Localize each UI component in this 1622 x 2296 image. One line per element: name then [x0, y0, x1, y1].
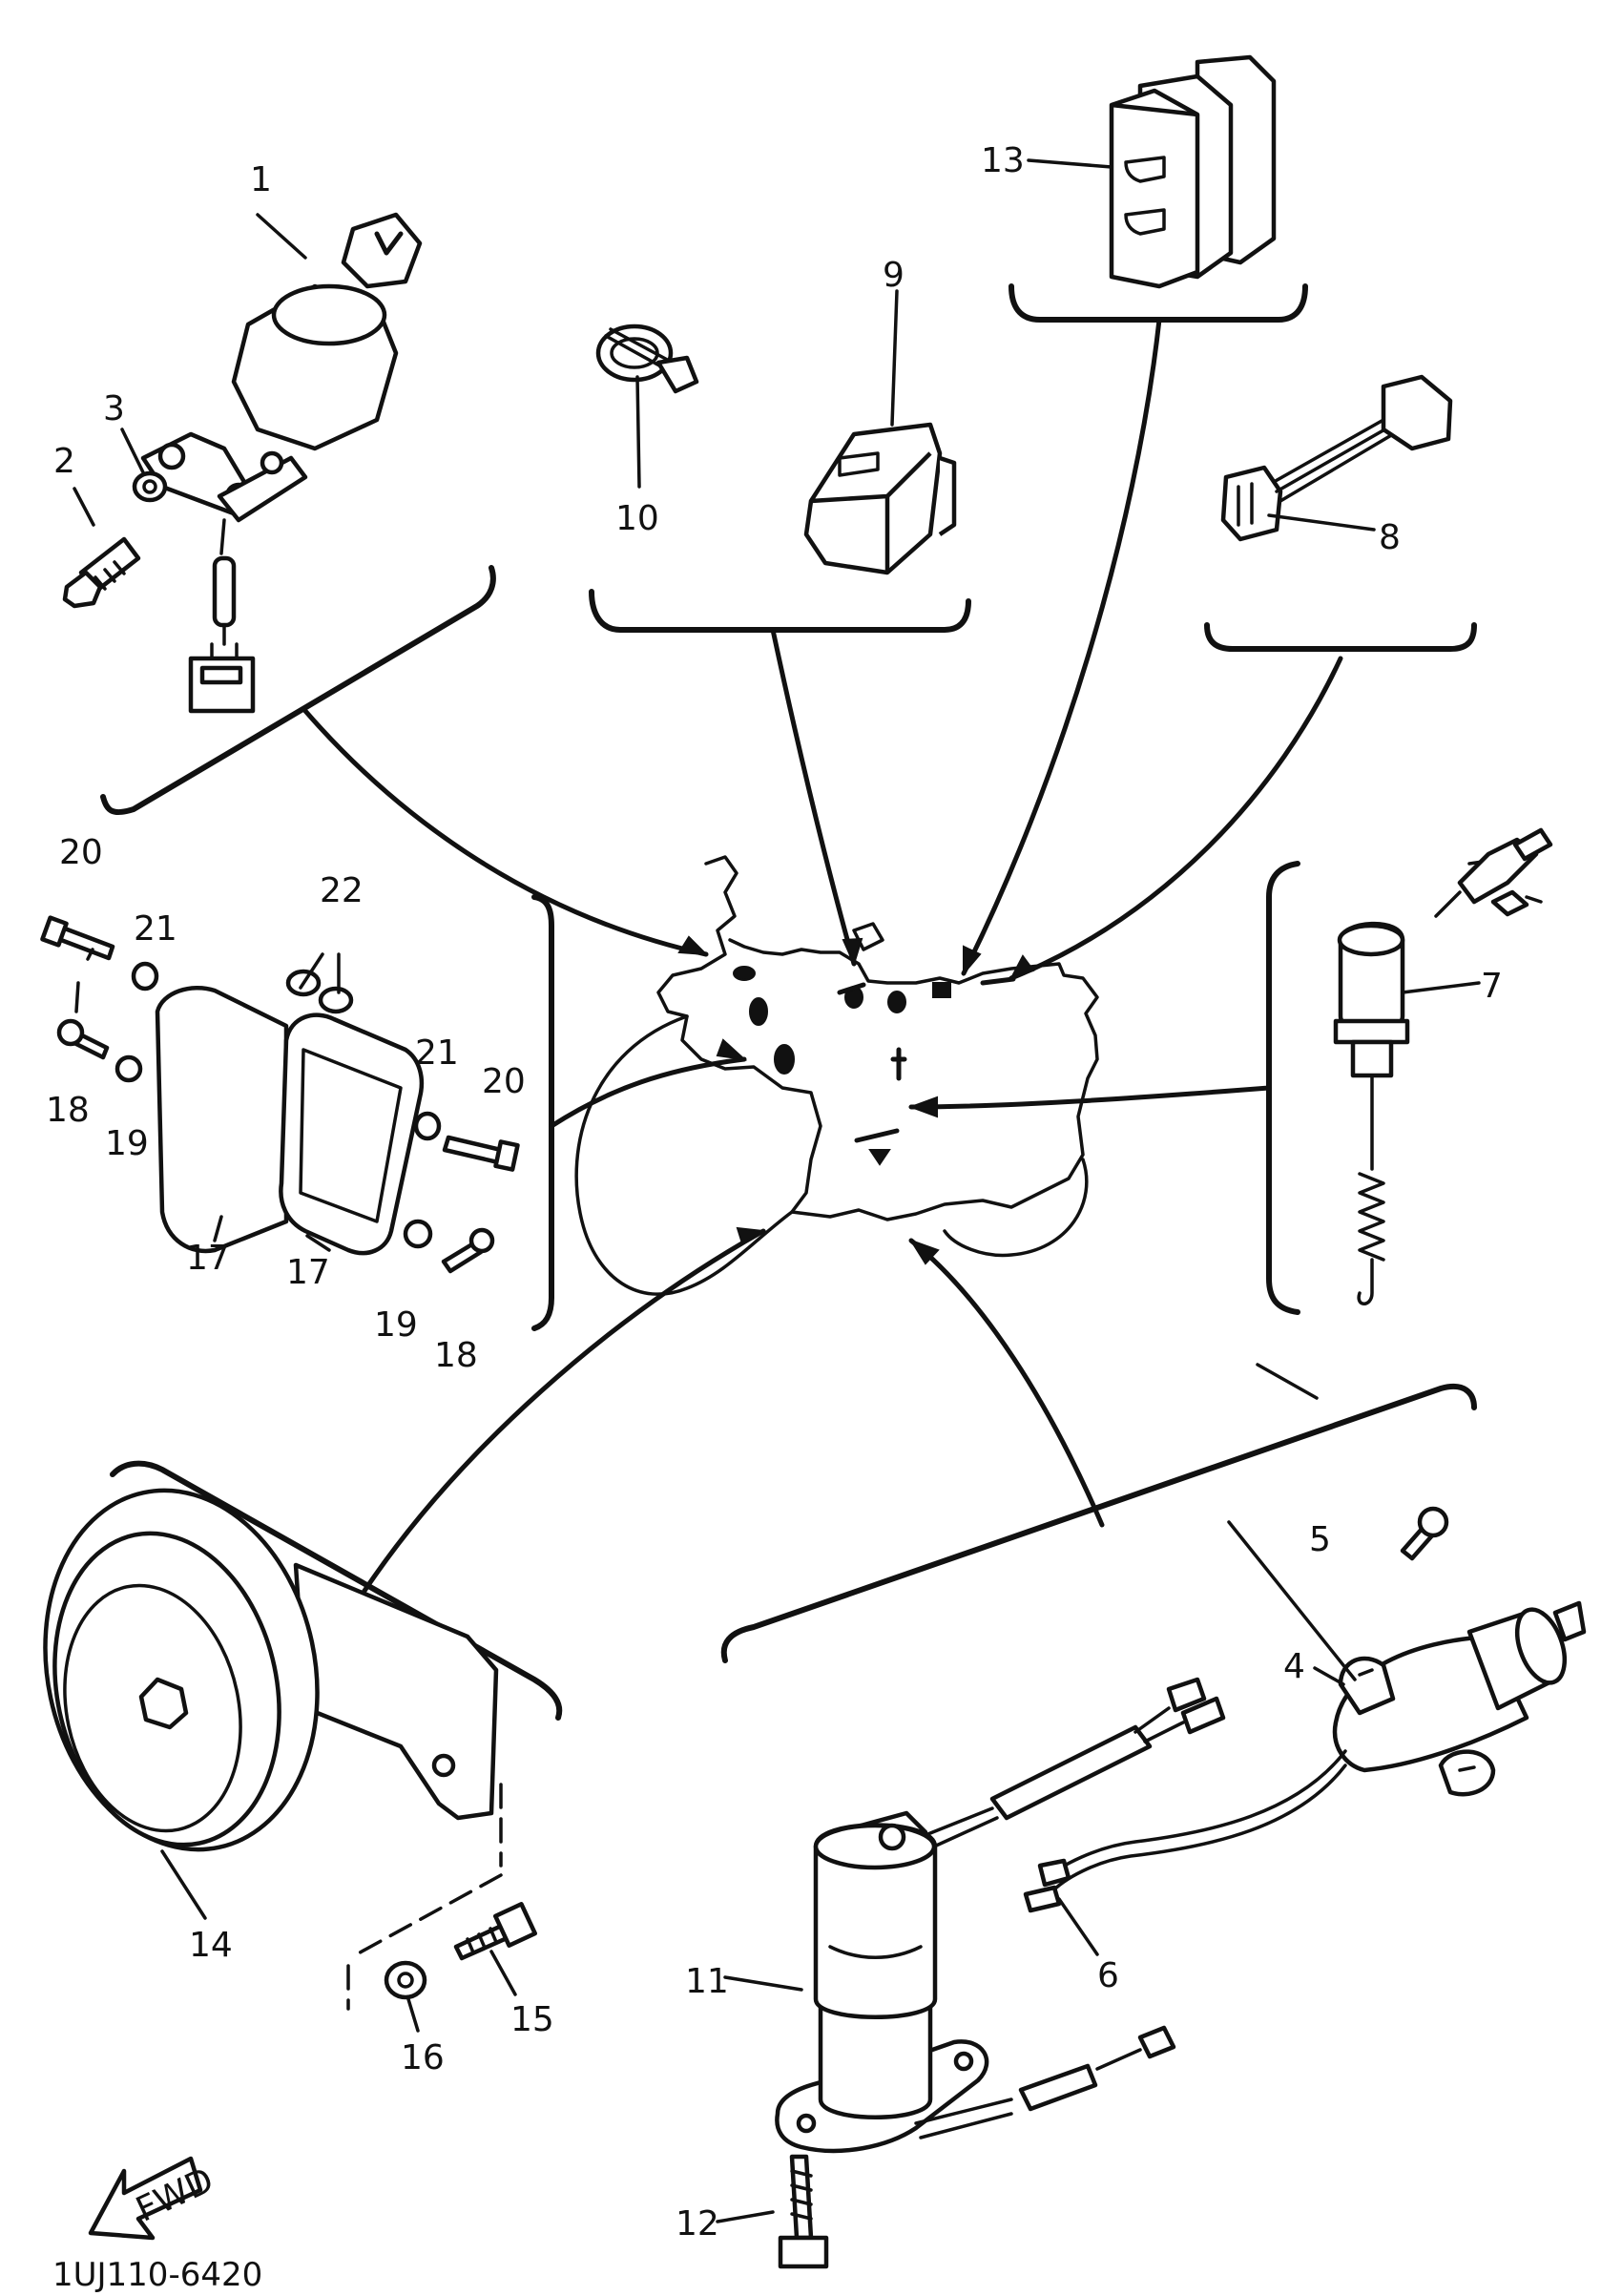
callout-12: 12 — [676, 2204, 719, 2244]
callout-16: 16 — [401, 2038, 445, 2077]
part-5-screw — [1400, 1506, 1449, 1561]
part-13-fuse-box — [1109, 54, 1277, 289]
callout-13: 13 — [981, 141, 1025, 180]
part-19-washer-right — [403, 1219, 433, 1249]
part-17-reflector-lens — [279, 1012, 425, 1256]
dashed-assembly-line — [346, 1783, 503, 2011]
part-10-clamp — [595, 324, 699, 394]
fwd-direction-arrow: FWD — [88, 2156, 219, 2241]
callout-18-right: 18 — [434, 1336, 478, 1375]
part-11-starter-relay — [775, 1823, 1176, 2154]
drawing-code: 1UJ110-6420 — [52, 2256, 262, 2294]
part-18-screw-right — [441, 1227, 495, 1274]
callout-17-right: 17 — [286, 1253, 330, 1292]
callout-21-right: 21 — [415, 1033, 459, 1073]
frame-mount-point — [733, 966, 756, 981]
part-16-nut — [384, 1960, 427, 2000]
part-20-bolt-right — [442, 1135, 520, 1172]
leader-arrowheads — [677, 935, 1035, 1265]
part-19-washer-left — [114, 1054, 143, 1083]
callout-18-left: 18 — [46, 1091, 90, 1130]
callout-8: 8 — [1379, 518, 1401, 557]
frame-mount-point — [749, 997, 768, 1026]
part-1-main-switch — [140, 212, 423, 714]
callout-4: 4 — [1283, 1647, 1305, 1686]
part-22-nuts — [285, 969, 354, 1014]
part-9-relay — [803, 422, 957, 575]
callout-20-right: 20 — [482, 1062, 526, 1101]
frame-mount-point — [774, 1044, 795, 1075]
part-18-screw-left — [56, 1018, 110, 1060]
group-brackets — [100, 283, 1477, 1721]
callout-2: 2 — [53, 442, 75, 481]
part-17-reflector-plate — [155, 985, 289, 1254]
part-2-bolt — [62, 536, 141, 609]
part-14-horn — [43, 1488, 499, 1852]
callout-7: 7 — [1481, 967, 1503, 1006]
frame-mount-point — [932, 982, 951, 998]
part-3-nut — [132, 470, 168, 503]
callout-6: 6 — [1097, 1956, 1119, 1995]
part-21-washer-right — [413, 1111, 442, 1141]
part-12-bolt — [778, 2154, 829, 2269]
callout-5: 5 — [1309, 1520, 1331, 1559]
callout-10: 10 — [615, 499, 659, 538]
callout-17-left: 17 — [186, 1239, 230, 1278]
callout-9: 9 — [883, 256, 905, 295]
callout-19-left: 19 — [105, 1124, 149, 1163]
part-21-washer-left — [131, 961, 159, 991]
frame-silhouette — [574, 855, 1099, 1296]
callout-11: 11 — [685, 1962, 729, 2001]
frame-mount-point — [887, 991, 906, 1013]
callout-leader-lines — [73, 158, 1481, 2223]
callout-20-left: 20 — [59, 833, 103, 872]
callout-labels: 1 2 3 10 9 13 8 7 20 21 22 18 19 17 17 2… — [46, 141, 1503, 2244]
callout-14: 14 — [189, 1926, 233, 1965]
part-7-stop-switch — [1333, 827, 1553, 1305]
callout-21-left: 21 — [134, 909, 177, 949]
callout-22: 22 — [320, 871, 364, 910]
part-15-bolt — [453, 1902, 538, 1961]
callout-19-right: 19 — [374, 1305, 418, 1345]
part-8-connector — [1220, 374, 1453, 542]
callout-3: 3 — [103, 389, 125, 428]
part-20-bolt-left — [40, 915, 115, 961]
callout-15: 15 — [510, 2000, 554, 2039]
part-4-clutch-switch — [1023, 1600, 1587, 1913]
callout-1: 1 — [250, 160, 272, 199]
